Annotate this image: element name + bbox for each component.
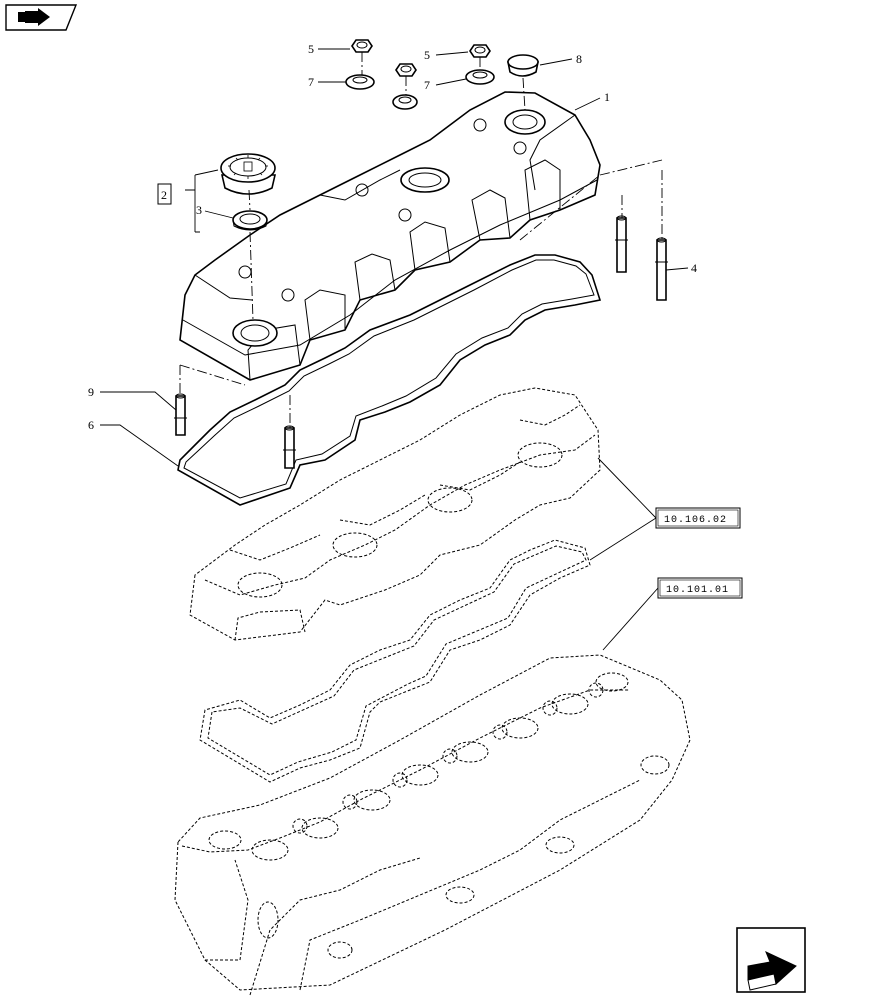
- callout-2: 2: [161, 188, 167, 202]
- reference-10-101-01[interactable]: 10.101.01: [666, 585, 729, 596]
- callout-4: 4: [691, 261, 697, 275]
- section-nav-arrow-icon[interactable]: [5, 4, 78, 31]
- cylinder-head-outline: [174, 654, 691, 996]
- reference-10-106-02[interactable]: 10.106.02: [664, 515, 727, 526]
- leader-lines: [100, 48, 689, 651]
- callout-7b: 7: [424, 78, 430, 92]
- seal-grommets: [345, 69, 495, 110]
- next-page-arrow-icon[interactable]: [736, 927, 806, 993]
- rocker-cover-gasket: [177, 254, 602, 506]
- mounting-studs: [174, 215, 668, 469]
- head-valve-ports: [208, 672, 670, 959]
- valve-carrier-outline: [189, 387, 601, 641]
- callout-6: 6: [88, 418, 94, 432]
- callout-8: 8: [576, 52, 582, 66]
- callout-1: 1: [604, 90, 610, 104]
- rocker-cover: [179, 91, 601, 381]
- callout-9: 9: [88, 385, 94, 399]
- breather-plug: [507, 54, 539, 77]
- fastener-nuts: [351, 39, 491, 77]
- callout-3: 3: [196, 203, 202, 217]
- callout-7a: 7: [308, 75, 314, 89]
- oil-filler-cap: [220, 153, 277, 195]
- reference-box-gasket[interactable]: 10.106.02: [655, 507, 741, 529]
- assembly-axes: [179, 52, 663, 428]
- callout-5b: 5: [424, 48, 430, 62]
- head-gasket-outline: [199, 539, 591, 783]
- callout-5a: 5: [308, 42, 314, 56]
- callout-labels: 5 5 7 7 8 1 2 3 4 9 6: [88, 42, 697, 432]
- reference-box-head[interactable]: 10.101.01: [657, 577, 743, 599]
- filler-cap-seal: [232, 210, 268, 231]
